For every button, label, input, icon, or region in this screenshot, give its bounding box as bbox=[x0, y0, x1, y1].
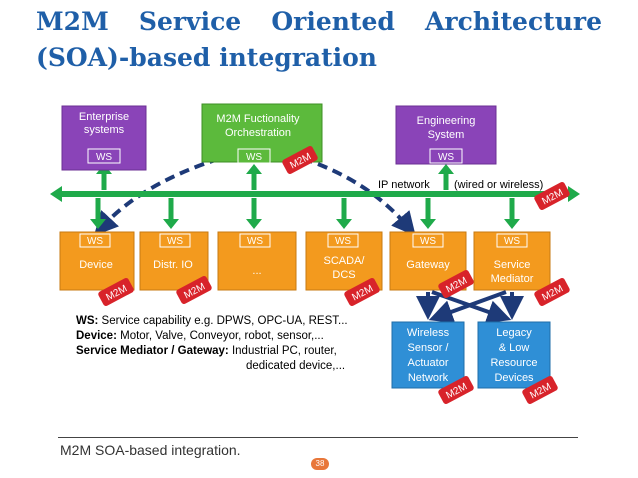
connector-orchestration-head bbox=[246, 164, 262, 174]
connector-engineering-head bbox=[438, 164, 454, 174]
box-label: Gateway bbox=[406, 259, 450, 271]
legend-term: WS: bbox=[76, 315, 99, 327]
ws-label: WS bbox=[438, 152, 454, 163]
box-label: SCADA/ bbox=[324, 255, 366, 267]
box-label: DCS bbox=[332, 269, 355, 281]
box-label: Service bbox=[494, 259, 531, 271]
wireless-network-box: Wireless Sensor / Actuator Network bbox=[391, 321, 465, 389]
box-label: Distr. IO bbox=[153, 259, 193, 271]
box-label: Resource bbox=[490, 357, 537, 369]
slide-title: M2M Service Oriented Architecture (SOA)-… bbox=[36, 4, 602, 76]
ip-network-bus-left-arrow bbox=[50, 186, 62, 202]
ip-network-bus-right-arrow bbox=[568, 186, 580, 202]
legend: WS: Service capability e.g. DPWS, OPC-UA… bbox=[76, 314, 348, 374]
box-label: Orchestration bbox=[225, 127, 291, 139]
connector-scada-head bbox=[336, 219, 352, 229]
figure-caption: M2M SOA-based integration. bbox=[60, 442, 241, 458]
orchestration-box: M2M Fuctionality Orchestration WS bbox=[201, 103, 323, 164]
connector-etc-head bbox=[246, 219, 262, 229]
legend-text: Motor, Valve, Conveyor, robot, sensor,..… bbox=[116, 330, 324, 342]
bottom-connectors bbox=[90, 198, 520, 229]
gateway-box: WS Gateway bbox=[389, 231, 467, 291]
connector-gateway-head bbox=[420, 219, 436, 229]
ws-label: WS bbox=[504, 236, 520, 247]
legend-line-1: WS: Service capability e.g. DPWS, OPC-UA… bbox=[76, 314, 348, 329]
ws-label: WS bbox=[247, 236, 263, 247]
box-label: Network bbox=[408, 372, 449, 384]
box-label: Sensor / bbox=[408, 342, 450, 354]
legend-text: Industrial PC, router, bbox=[228, 345, 337, 357]
ws-label: WS bbox=[420, 236, 436, 247]
title-word: Oriented bbox=[271, 7, 395, 36]
box-label: Devices bbox=[494, 372, 534, 384]
box-label: Engineering bbox=[417, 115, 476, 127]
ws-label: WS bbox=[246, 152, 262, 163]
title-word: Architecture bbox=[425, 7, 602, 36]
box-label: Actuator bbox=[408, 357, 449, 369]
title-word: Service bbox=[138, 7, 242, 36]
mediator-to-wireless-arrow bbox=[428, 290, 507, 324]
connector-device-head bbox=[90, 219, 106, 229]
ws-label: WS bbox=[335, 236, 351, 247]
ws-label: WS bbox=[87, 236, 103, 247]
box-label: Mediator bbox=[491, 273, 534, 285]
box-label: ... bbox=[252, 265, 261, 277]
box-label: System bbox=[428, 129, 465, 141]
legend-term: Device: bbox=[76, 330, 117, 342]
enterprise-systems-box: Enterprise systems WS bbox=[61, 105, 147, 171]
legend-line-2: Device: Motor, Valve, Conveyor, robot, s… bbox=[76, 329, 348, 344]
box-label: Device bbox=[79, 259, 113, 271]
engineering-system-box: Engineering System WS bbox=[395, 105, 497, 165]
connector-distr-io-head bbox=[163, 219, 179, 229]
page-number: 38 bbox=[311, 458, 329, 470]
gateway-to-legacy-arrow bbox=[431, 290, 512, 324]
legend-line-4: dedicated device,... bbox=[246, 360, 346, 372]
box-label: & Low bbox=[499, 342, 530, 354]
box-label: M2M Fuctionality bbox=[216, 113, 300, 125]
box-label: Enterprise bbox=[79, 111, 129, 123]
etc-box: WS ... bbox=[217, 231, 297, 291]
caption-divider bbox=[58, 437, 578, 438]
ip-network-note: (wired or wireless) bbox=[454, 179, 543, 191]
box-label: Wireless bbox=[407, 327, 450, 339]
box-label: systems bbox=[84, 124, 125, 136]
ws-label: WS bbox=[96, 152, 112, 163]
ws-label: WS bbox=[167, 236, 183, 247]
title-line-2: (SOA)-based integration bbox=[36, 43, 377, 72]
legend-line-3: Service Mediator / Gateway: Industrial P… bbox=[76, 344, 348, 359]
box-label: Legacy bbox=[496, 327, 532, 339]
legacy-devices-box: Legacy & Low Resource Devices bbox=[477, 321, 551, 389]
service-mediator-box: WS Service Mediator bbox=[473, 231, 551, 291]
legend-term: Service Mediator / Gateway: bbox=[76, 345, 229, 357]
connector-mediator-head bbox=[504, 219, 520, 229]
legend-text: Service capability e.g. DPWS, OPC-UA, RE… bbox=[98, 315, 348, 327]
title-word: M2M bbox=[36, 7, 109, 36]
ip-network-label: IP network bbox=[378, 179, 430, 191]
